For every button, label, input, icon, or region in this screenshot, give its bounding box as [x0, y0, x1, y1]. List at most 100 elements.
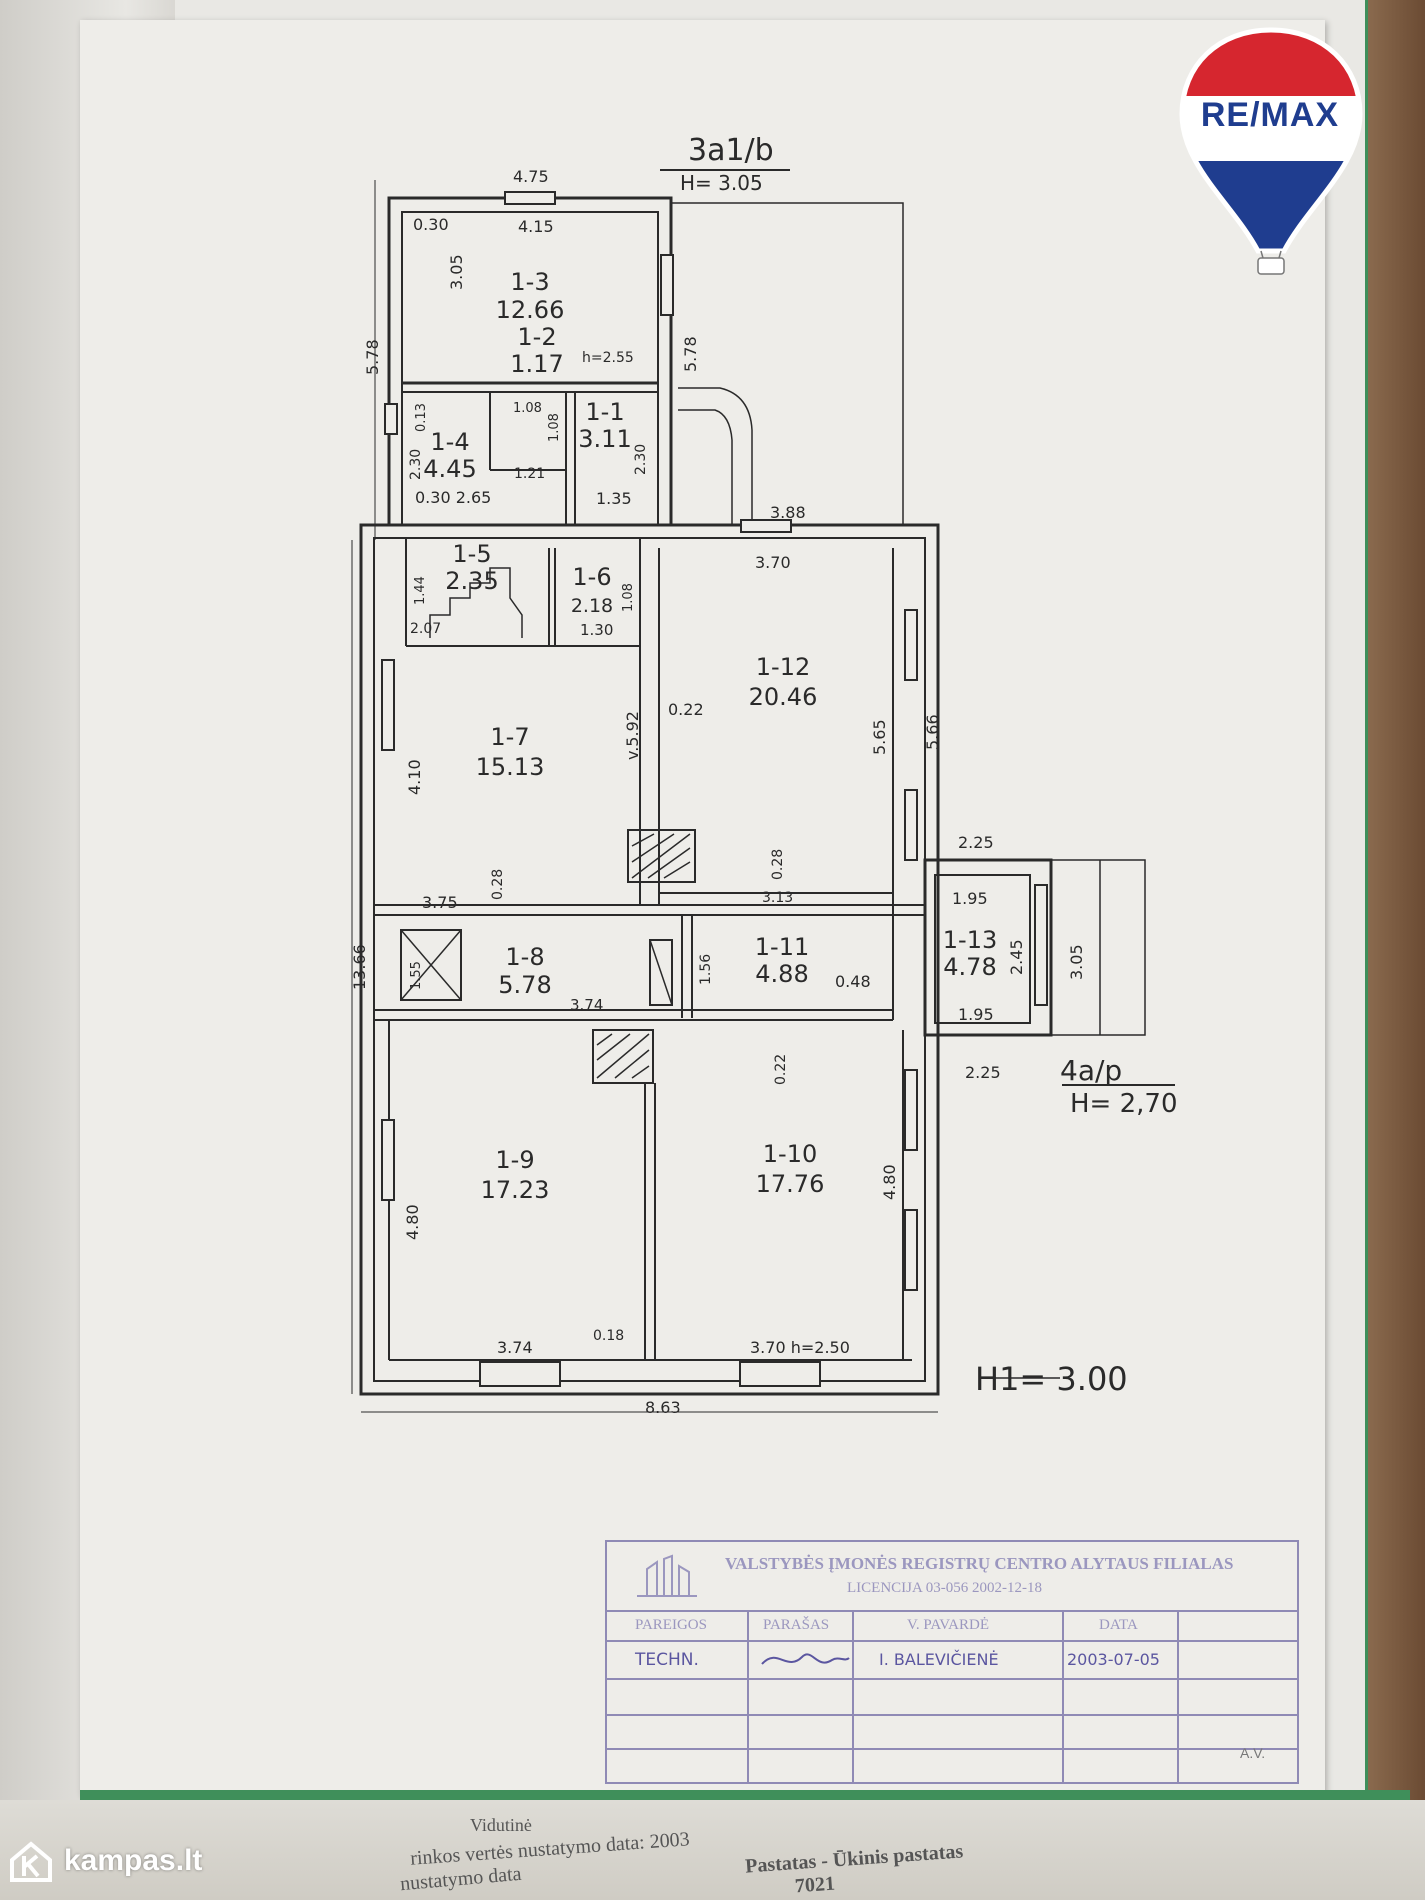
stamp-col-line-4: [1177, 1610, 1179, 1782]
plan-sheet: [80, 20, 1325, 1795]
dim-4-10: 4.10: [405, 759, 424, 795]
dim-0-30: 0.30: [413, 215, 449, 234]
room-id-1-8: 1-8: [505, 943, 544, 971]
dim-0-22-b: 0.22: [773, 1054, 789, 1085]
dim-1-08-h: 1.08: [513, 401, 542, 416]
stamp-header: VALSTYBĖS ĮMONĖS REGISTRŲ CENTRO ALYTAUS…: [607, 1542, 1297, 1612]
shower-diag-2: [400, 929, 462, 1001]
dim-5-78-right: 5.78: [681, 336, 700, 372]
yard-outline: [671, 202, 904, 525]
registry-stamp: VALSTYBĖS ĮMONĖS REGISTRŲ CENTRO ALYTAUS…: [605, 1540, 1299, 1784]
stamp-row-line-4: [607, 1748, 1297, 1750]
annex-label: 4a/p: [1060, 1054, 1122, 1087]
stamp-date-value: 2003-07-05: [1067, 1650, 1160, 1669]
remax-balloon-logo-icon: [1179, 27, 1363, 275]
room-area-1-3: 12.66: [496, 296, 565, 324]
remax-logo-text: RE/MAX: [1200, 96, 1340, 134]
dim-3-70-h: 3.70 h=2.50: [750, 1338, 850, 1357]
room-id-1-7: 1-7: [490, 723, 529, 751]
stamp-position-value: TECHN.: [635, 1650, 699, 1670]
room-id-1-3: 1-3: [510, 268, 549, 296]
room-area-1-7: 15.13: [476, 753, 545, 781]
chimney-1-hatch: [631, 833, 691, 879]
room-id-1-6: 1-6: [572, 563, 611, 591]
dim-3-75: 3.75: [422, 893, 458, 912]
kampas-watermark: kampas.lt: [6, 1836, 202, 1886]
dim-2-07: 2.07: [410, 621, 441, 637]
window-1-3: [660, 254, 674, 316]
window-1-7: [381, 659, 395, 751]
shower: [400, 929, 462, 1001]
stamp-organization: VALSTYBĖS ĮMONĖS REGISTRŲ CENTRO ALYTAUS…: [725, 1554, 1234, 1573]
annex-inner: [934, 874, 1031, 1024]
room-area-1-9: 17.23: [481, 1176, 550, 1204]
window-1-12-a: [904, 609, 918, 681]
room-id-1-9: 1-9: [495, 1146, 534, 1174]
window-1-10-a: [904, 1069, 918, 1151]
window-1-10-b: [904, 1209, 918, 1291]
stamp-row-line-2: [607, 1678, 1297, 1680]
inner-wall-top: [401, 211, 659, 525]
window-1-4: [384, 403, 398, 435]
dim-1-35: 1.35: [596, 489, 632, 508]
entrance-stair: [678, 387, 753, 525]
room-area-1-5: 2.35: [445, 567, 498, 595]
room-id-1-2: 1-2: [517, 323, 556, 351]
dim-2-30-left: 2.30: [408, 449, 424, 480]
room-id-1-10: 1-10: [763, 1140, 817, 1168]
building-logo-icon: [637, 1554, 697, 1597]
dim-1-95-top: 1.95: [952, 889, 988, 908]
dim-0-22-a: 0.22: [668, 700, 704, 719]
window-top: [504, 191, 556, 205]
dim-2-30-right: 2.30: [633, 444, 649, 475]
dim-3-05: 3.05: [447, 254, 466, 290]
dim-1-56: 1.56: [698, 954, 714, 985]
room-area-1-11: 4.88: [755, 960, 808, 988]
dim-0-30-2-65: 0.30 2.65: [415, 488, 491, 507]
room-id-1-4: 1-4: [430, 428, 469, 456]
dim-3-05-annex: 3.05: [1067, 944, 1086, 980]
room-id-1-5: 1-5: [452, 540, 491, 568]
title-label: 3a1/b: [688, 133, 774, 168]
window-bottom-2: [739, 1361, 821, 1387]
cabinet-diag: [649, 939, 673, 1006]
title-height: H= 3.05: [680, 171, 763, 195]
stamp-col-position: PAREIGOS: [635, 1617, 707, 1633]
stamp-col-date: DATA: [1099, 1617, 1138, 1633]
dim-5-78-left: 5.78: [363, 339, 382, 375]
stamp-col-name: V. PAVARDĖ: [907, 1617, 989, 1633]
dim-4-75: 4.75: [513, 167, 549, 186]
stamp-col-line-1: [747, 1610, 749, 1782]
annex-outer: [923, 858, 1053, 1037]
dim-1-55: 1.55: [409, 961, 424, 990]
room-area-1-2: 1.17: [510, 350, 563, 378]
dim-4-15: 4.15: [518, 217, 554, 236]
room-id-1-1: 1-1: [585, 398, 624, 426]
stamp-name-value: I. BALEVIČIENĖ: [879, 1650, 999, 1669]
chimney-1: [627, 829, 696, 883]
dim-1-95-bottom: 1.95: [958, 1005, 994, 1024]
room-area-1-10: 17.76: [756, 1170, 825, 1198]
dim-3-74-b: 3.74: [497, 1338, 533, 1357]
bottom-document-strip: [0, 1800, 1425, 1900]
stamp-col-line-2: [852, 1610, 854, 1782]
dim-2-45: 2.45: [1007, 939, 1026, 975]
dim-v-5-92: v.5.92: [623, 711, 642, 760]
dim-3-74-a: 3.74: [570, 996, 603, 1014]
dim-8-63: 8.63: [645, 1398, 681, 1417]
annex-porch: [1051, 859, 1146, 1036]
room-area-1-8: 5.78: [498, 971, 551, 999]
dim-0-28-a: 0.28: [490, 869, 506, 900]
dim-1-21: 1.21: [514, 466, 545, 482]
dim-13-66: 13.66: [350, 944, 369, 990]
room-area-1-6: 2.18: [571, 595, 613, 617]
dim-0-48: 0.48: [835, 972, 871, 991]
stamp-col-signature: PARAŠAS: [763, 1617, 830, 1633]
stamp-license: LICENCIJA 03-056 2002-12-18: [847, 1580, 1042, 1596]
window-1-12-b: [904, 789, 918, 861]
stamp-col-line-3: [1062, 1610, 1064, 1782]
dim-1-30: 1.30: [580, 621, 613, 639]
room-area-1-1: 3.11: [578, 425, 631, 453]
annex-height: H= 2,70: [1070, 1089, 1178, 1119]
